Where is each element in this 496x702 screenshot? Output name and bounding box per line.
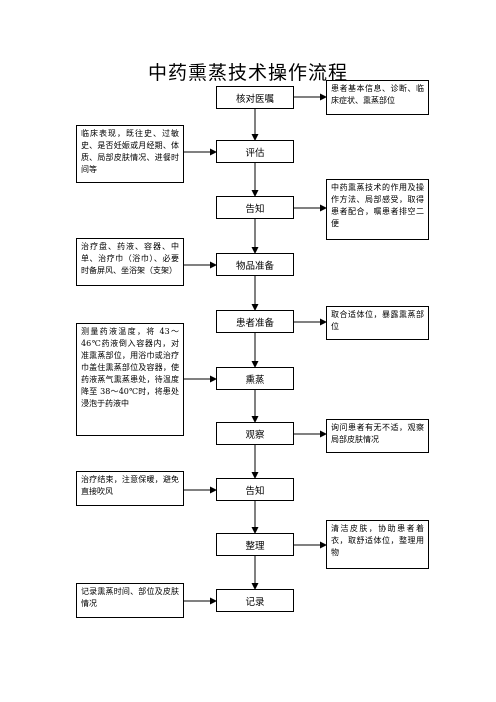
note-inform: 中药熏蒸技术的作用及操作方法、局部感受，取得患者配合，嘱患者排空二便 (326, 179, 429, 240)
step-patient-prep: 患者准备 (216, 310, 294, 333)
note-record: 记录熏蒸时间、部位及皮肤情况 (76, 583, 184, 618)
step-record: 记录 (216, 589, 294, 612)
note-end: 治疗结束，注意保暖，避免直接吹风 (76, 471, 184, 506)
page-title: 中药熏蒸技术操作流程 (147, 62, 348, 84)
note-fumigate: 测量药液温度，将 43～46℃药液倒入容器内，对准熏蒸部位，用浴巾或治疗巾盖住熏… (76, 323, 184, 436)
note-observe: 询问患者有无不适，观察局部皮肤情况 (326, 419, 429, 453)
note-assess: 临床表现，既往史、过敏史、是否妊娠或月经期、体质、局部皮肤情况、进餐时间等 (76, 125, 184, 183)
step-assess: 评估 (216, 140, 294, 163)
note-supplies: 治疗盘、药液、容器、中单、治疗巾（浴巾）、必要时备屏风、坐浴架（支架） (76, 238, 184, 286)
step-verify-order: 核对医嘱 (216, 86, 294, 109)
step-tidy: 整理 (216, 533, 294, 556)
step-observe: 观察 (216, 422, 294, 445)
step-prepare-supplies: 物品准备 (216, 253, 294, 276)
note-verify: 患者基本信息、诊断、临床症状、熏蒸部位 (326, 80, 429, 115)
note-tidy: 清洁皮肤，协助患者着衣，取舒适体位，整理用物 (326, 520, 429, 569)
step-inform: 告知 (216, 196, 294, 219)
step-fumigate: 熏蒸 (216, 367, 294, 390)
step-inform-end: 告知 (216, 478, 294, 501)
note-patient-prep: 取合适体位，暴露熏蒸部位 (326, 306, 429, 340)
